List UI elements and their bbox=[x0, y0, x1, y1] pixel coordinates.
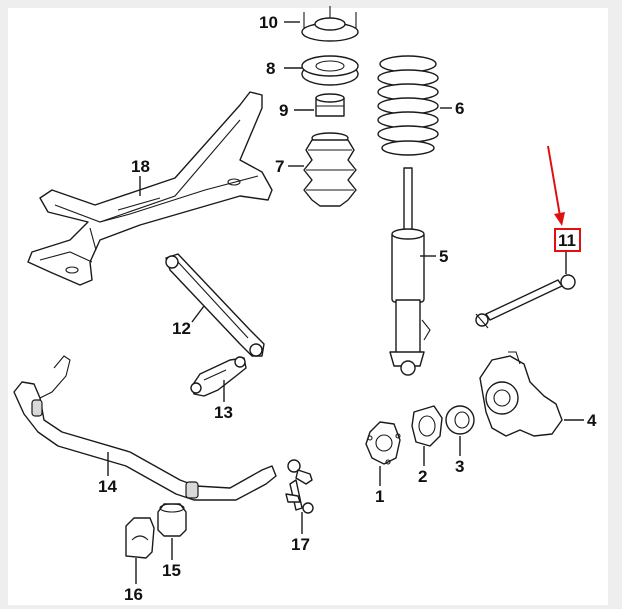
toe-link-part-11[interactable] bbox=[475, 274, 576, 329]
callout-16: 16 bbox=[124, 585, 143, 604]
highlight-callout-11 bbox=[547, 145, 581, 252]
callout-5: 5 bbox=[439, 247, 448, 266]
callout-7: 7 bbox=[275, 157, 284, 176]
callout-2: 2 bbox=[418, 467, 427, 486]
callout-3: 3 bbox=[455, 457, 464, 476]
bushing-part-15[interactable] bbox=[157, 503, 187, 537]
dust-boot-part-7[interactable] bbox=[303, 132, 357, 207]
crossmember-part-18[interactable] bbox=[27, 91, 273, 286]
callout-10: 10 bbox=[259, 13, 278, 32]
callout-13: 13 bbox=[214, 403, 233, 422]
spring-insulator-part-8[interactable] bbox=[301, 55, 359, 86]
callout-4: 4 bbox=[587, 411, 597, 430]
strut-mount-part-10[interactable] bbox=[301, 6, 359, 42]
frame-left-border bbox=[0, 0, 8, 609]
callout-8: 8 bbox=[266, 59, 275, 78]
stabilizer-link-part-17[interactable] bbox=[285, 459, 314, 514]
leader-lines bbox=[107, 21, 584, 584]
control-arm-part-13[interactable] bbox=[190, 356, 247, 397]
hub-part-1[interactable] bbox=[365, 421, 401, 465]
knuckle-part-4[interactable] bbox=[479, 351, 563, 437]
wheel-bearing-part-3[interactable] bbox=[445, 405, 475, 435]
stabilizer-bar-part-14[interactable] bbox=[13, 355, 277, 501]
callout-1: 1 bbox=[375, 487, 384, 506]
callout-17: 17 bbox=[291, 535, 310, 554]
callout-labels: 10 8 9 7 6 5 11 4 3 2 1 18 12 13 14 15 1… bbox=[98, 13, 597, 604]
callout-12: 12 bbox=[172, 319, 191, 338]
callout-11: 11 bbox=[558, 231, 576, 250]
frame-bottom-border bbox=[0, 605, 622, 609]
callout-14: 14 bbox=[98, 477, 117, 496]
callout-9: 9 bbox=[279, 101, 288, 120]
bracket-part-16[interactable] bbox=[125, 517, 155, 559]
highlight-arrow-head bbox=[554, 212, 565, 226]
shock-absorber-part-5[interactable] bbox=[389, 167, 431, 376]
callout-15: 15 bbox=[162, 561, 181, 580]
bump-stop-part-9[interactable] bbox=[315, 93, 345, 117]
callout-18: 18 bbox=[131, 157, 150, 176]
coil-spring-part-6[interactable] bbox=[377, 55, 439, 156]
frame-top-border bbox=[0, 0, 622, 8]
dust-shield-part-2[interactable] bbox=[411, 405, 443, 447]
highlight-arrow bbox=[547, 145, 561, 217]
lateral-link-part-12[interactable] bbox=[165, 253, 265, 357]
callout-6: 6 bbox=[455, 99, 464, 118]
highlight-box bbox=[554, 228, 581, 252]
frame-right-border bbox=[608, 0, 622, 609]
